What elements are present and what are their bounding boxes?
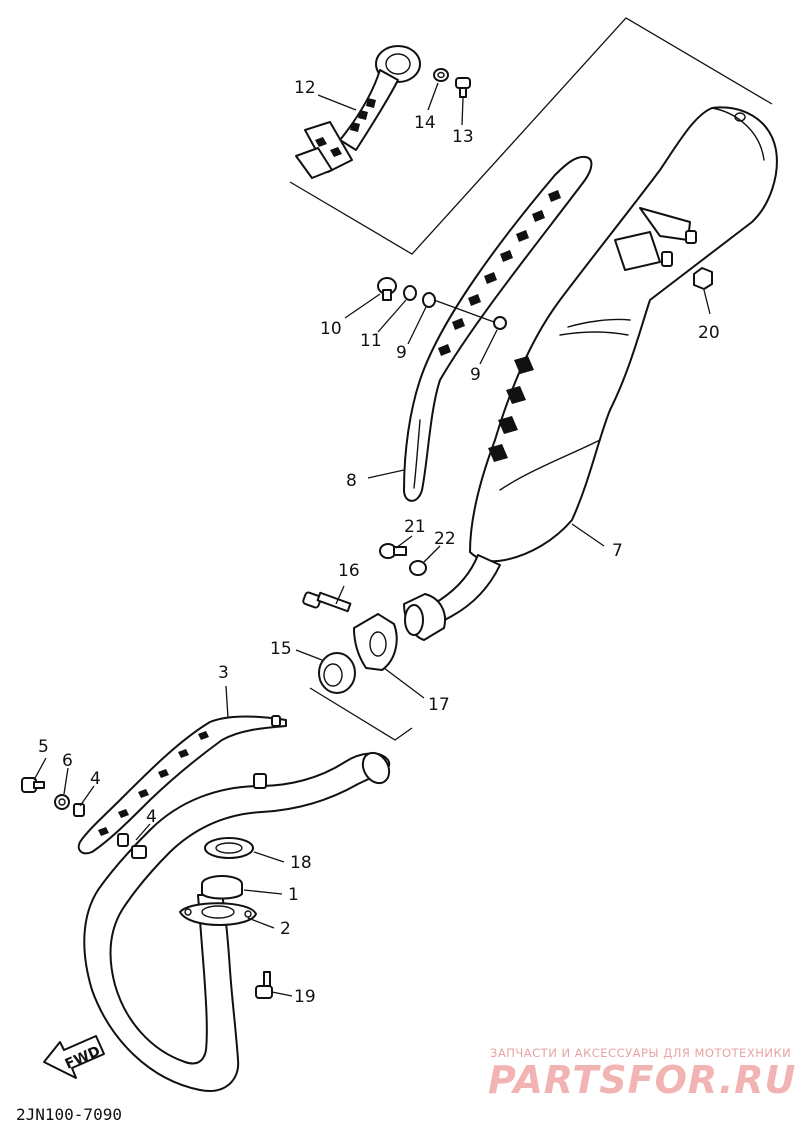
collar-alignment-line	[433, 299, 495, 323]
callout-4b: 4	[146, 807, 157, 827]
callout-9b: 9	[470, 365, 481, 385]
callout-12: 12	[294, 78, 316, 98]
collar-4b	[117, 833, 147, 859]
forward-direction-arrow: FWD	[43, 1035, 105, 1079]
callout-10: 10	[320, 319, 342, 339]
muffler-assembly-bracket	[289, 17, 773, 255]
muffler-assembly	[403, 106, 778, 641]
callout-20: 20	[698, 323, 720, 343]
callout-21: 21	[404, 517, 426, 537]
callout-leaders	[33, 82, 711, 997]
bolt-16	[302, 591, 352, 613]
callout-1: 1	[288, 885, 299, 905]
bolt-21	[379, 543, 407, 559]
document-code: 2JN100-7090	[16, 1105, 122, 1124]
callout-16: 16	[338, 561, 360, 581]
callout-7: 7	[612, 541, 623, 561]
screw-5	[21, 777, 45, 793]
callout-14: 14	[414, 113, 436, 133]
exhaust-gasket-18	[204, 837, 254, 859]
callout-6: 6	[62, 751, 73, 771]
exhaust-flange-2	[179, 902, 257, 926]
gasket-15	[318, 652, 356, 694]
pipe-protector	[77, 715, 287, 855]
bolt-19	[255, 971, 273, 999]
callout-3: 3	[218, 663, 229, 683]
spark-arrestor	[295, 45, 421, 179]
callout-11: 11	[360, 331, 382, 351]
callout-5: 5	[38, 737, 49, 757]
bolt-10	[377, 277, 397, 301]
gasket-bracket	[309, 687, 413, 741]
callout-4a: 4	[90, 769, 101, 789]
callout-19: 19	[294, 987, 316, 1007]
nut-20	[693, 267, 713, 290]
washer-11	[403, 285, 417, 301]
muffler-heat-shield	[403, 155, 593, 502]
watermark: ЗАПЧАСТИ И АКСЕССУАРЫ ДЛЯ МОТОТЕХНИКИ PA…	[488, 1046, 796, 1102]
watermark-logo: PARTSFOR.RU	[488, 1058, 796, 1102]
callout-numbers: 12 14 13 10 11 9 9 20 8 21 22 7 16 15 17…	[38, 78, 720, 1007]
callout-2: 2	[280, 919, 291, 939]
washer-14	[433, 68, 449, 82]
collar-9b	[493, 316, 507, 330]
callout-13: 13	[452, 127, 474, 147]
callout-8: 8	[346, 471, 357, 491]
collar-22	[409, 560, 427, 576]
callout-9a: 9	[396, 343, 407, 363]
clamp-17	[353, 613, 398, 671]
collar-4a	[73, 803, 85, 817]
pipe-collar-1	[201, 875, 243, 900]
watermark-tagline: ЗАПЧАСТИ И АКСЕССУАРЫ ДЛЯ МОТОТЕХНИКИ	[490, 1046, 791, 1060]
callout-18: 18	[290, 853, 312, 873]
callout-22: 22	[434, 529, 456, 549]
washer-6	[54, 794, 70, 810]
screw-13	[455, 77, 471, 98]
callout-15: 15	[270, 639, 292, 659]
callout-17: 17	[428, 695, 450, 715]
collar-9a	[422, 292, 436, 308]
